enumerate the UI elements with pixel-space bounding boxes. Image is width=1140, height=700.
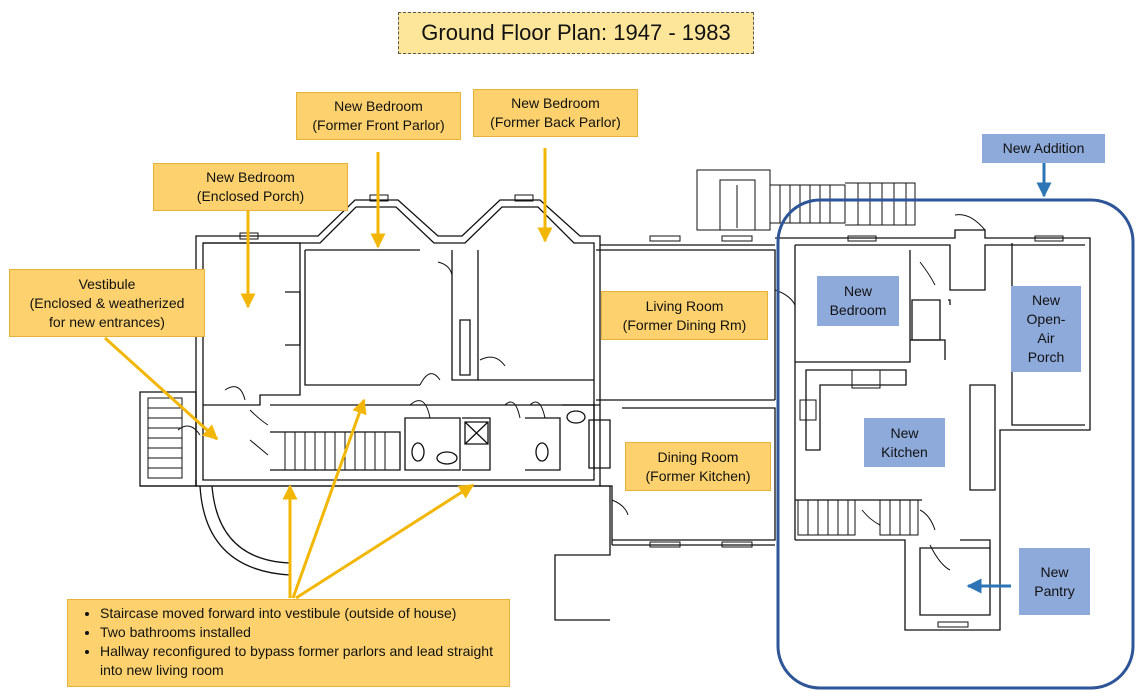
arrow-vestibule	[103, 336, 219, 441]
callout-subtitle: (Former Kitchen)	[645, 467, 751, 484]
label-new-pantry: New Pantry	[1019, 548, 1090, 615]
label-new-kitchen: New Kitchen	[864, 418, 945, 467]
callout-subtitle: (Former Dining Rm)	[622, 316, 747, 333]
callout-title: New Bedroom	[511, 95, 600, 111]
label-line: Pantry	[1034, 582, 1075, 599]
callout-title: Vestibule	[78, 275, 136, 292]
label-line: New	[843, 283, 872, 299]
plan-walls	[139, 169, 1091, 631]
renovation-notes: Staircase moved forward into vestibule (…	[67, 599, 510, 687]
note-item: Hallway reconfigured to bypass former pa…	[100, 642, 509, 680]
notes-list: Staircase moved forward into vestibule (…	[68, 604, 509, 680]
label-line: Air	[1037, 330, 1055, 346]
callout-enclosed-porch: New Bedroom (Enclosed Porch)	[153, 163, 348, 211]
label-line: Porch	[1027, 349, 1065, 365]
label-line: New	[1031, 292, 1060, 308]
callout-front-parlor: New Bedroom (Former Front Parlor)	[296, 92, 461, 140]
label-new-addition: New Addition	[982, 134, 1105, 163]
callout-line-2: (Enclosed & weatherized	[29, 294, 185, 311]
note-item: Two bathrooms installed	[100, 623, 509, 642]
callout-title: Dining Room	[657, 448, 739, 465]
label-line: New	[890, 424, 919, 441]
label-line: Bedroom	[829, 302, 887, 318]
label-line: Kitchen	[881, 443, 928, 460]
door-swings	[177, 214, 986, 571]
callout-subtitle: (Enclosed Porch)	[196, 188, 305, 204]
blue-arrows	[966, 163, 1052, 594]
callout-subtitle: (Former Back Parlor)	[490, 114, 621, 130]
callout-title: New Bedroom	[206, 169, 295, 185]
callout-line-3: for new entrances)	[49, 313, 165, 330]
label-open-air-porch: New Open- Air Porch	[1011, 286, 1081, 372]
callout-subtitle: (Former Front Parlor)	[312, 117, 445, 133]
label-line: Open-	[1026, 311, 1066, 327]
callout-dining-room: Dining Room (Former Kitchen)	[625, 442, 771, 491]
arrow-bathrooms	[295, 483, 475, 600]
orange-arrows	[103, 148, 553, 600]
callout-living-room: Living Room (Former Dining Rm)	[601, 291, 768, 340]
plan-title: Ground Floor Plan: 1947 - 1983	[398, 12, 754, 54]
callout-back-parlor: New Bedroom (Former Back Parlor)	[473, 89, 638, 137]
label-line: New	[1040, 563, 1069, 580]
addition-outline	[776, 198, 1135, 690]
callout-title: New Bedroom	[334, 98, 423, 114]
callout-title: Living Room	[645, 297, 724, 314]
callout-vestibule: Vestibule (Enclosed & weatherized for ne…	[9, 269, 205, 337]
note-item: Staircase moved forward into vestibule (…	[100, 604, 509, 623]
label-new-bedroom: New Bedroom	[817, 276, 899, 326]
arrow-hallway	[291, 398, 367, 599]
